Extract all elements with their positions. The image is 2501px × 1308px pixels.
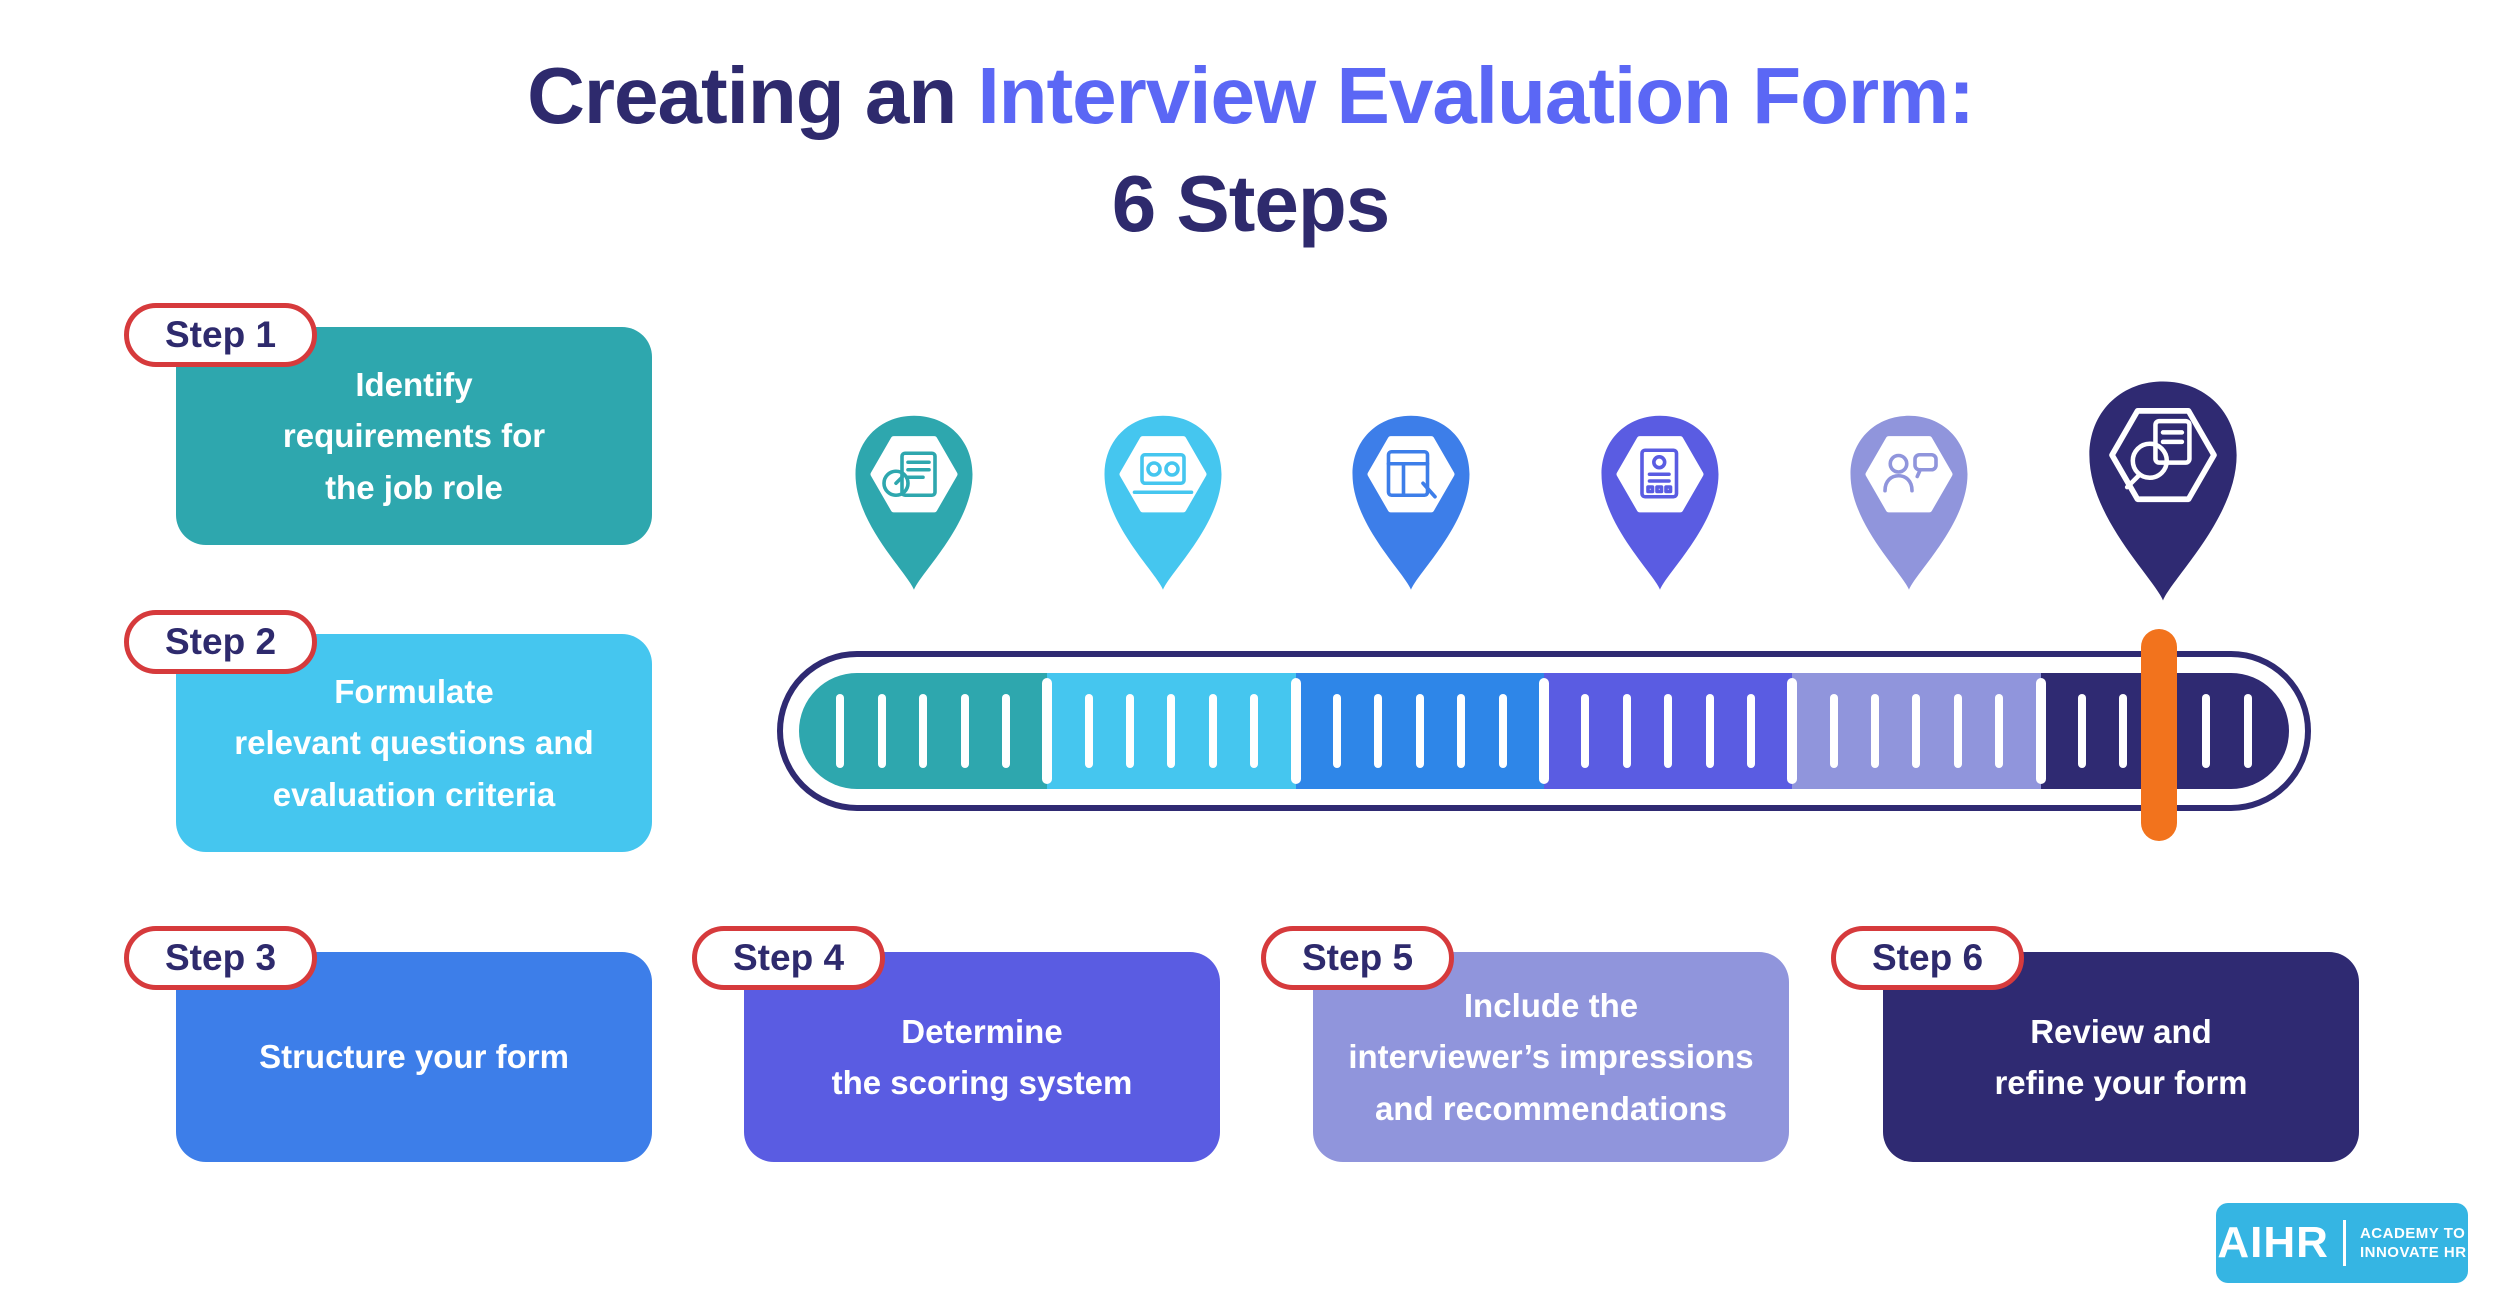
- tick-mark: [1953, 694, 1962, 768]
- pin-step-6: [2068, 372, 2258, 608]
- form-structure-icon: [1386, 449, 1437, 499]
- tick-mark: [1622, 694, 1631, 768]
- slider-segment-5: [1787, 673, 2041, 789]
- pin-step-3: [1336, 408, 1486, 596]
- step-6-card: Review and refine your form: [1883, 952, 2359, 1162]
- tick-mark: [1208, 694, 1217, 768]
- tick-mark: [1001, 694, 1010, 768]
- tick-mark: [1829, 694, 1838, 768]
- tick-mark: [1084, 694, 1093, 768]
- tick-mark: [1457, 694, 1466, 768]
- logo-divider: [2342, 1220, 2346, 1266]
- tick-mark: [1250, 694, 1259, 768]
- progress-slider: [777, 629, 2311, 841]
- aihr-logo-tagline: ACADEMY TO INNOVATE HR: [2360, 1224, 2467, 1263]
- pin-step-5: [1834, 408, 1984, 596]
- segment-boundary-tick: [2035, 678, 2046, 784]
- step-1-badge: Step 1: [124, 303, 318, 367]
- tick-mark: [1746, 694, 1755, 768]
- slider-segment-3: [1290, 673, 1544, 789]
- segment-boundary-tick: [1538, 678, 1549, 784]
- step-5-badge: Step 5: [1261, 926, 1455, 990]
- tick-mark: [1374, 694, 1383, 768]
- tick-mark: [836, 694, 845, 768]
- page-title: Creating an Interview Evaluation Form: 6…: [0, 42, 2501, 258]
- tick-mark: [2119, 694, 2128, 768]
- segment-boundary-tick: [1290, 678, 1301, 784]
- aihr-logo-brand: AIHR: [2217, 1218, 2329, 1267]
- tick-mark: [919, 694, 928, 768]
- tick-mark: [1498, 694, 1507, 768]
- tick-mark: [960, 694, 969, 768]
- tick-mark: [1415, 694, 1424, 768]
- tick-mark: [2078, 694, 2087, 768]
- tick-mark: [1871, 694, 1880, 768]
- tick-mark: [1995, 694, 2004, 768]
- tick-mark: [1912, 694, 1921, 768]
- questions-criteria-icon: [1132, 452, 1194, 495]
- tagline-line-2: INNOVATE HR: [2359, 1244, 2467, 1261]
- step-6-badge: Step 6: [1831, 926, 2025, 990]
- segment-boundary-tick: [1787, 678, 1798, 784]
- tick-mark: [877, 694, 886, 768]
- slider-segment-1: [799, 673, 1048, 789]
- review-refine-icon: [2124, 418, 2192, 490]
- pin-step-1: [839, 408, 989, 596]
- title-line-1: Creating an Interview Evaluation Form:: [0, 42, 2501, 150]
- slider-track: [799, 673, 2289, 789]
- title-line-2: 6 Steps: [1111, 159, 1391, 248]
- tick-mark: [1664, 694, 1673, 768]
- pin-step-2: [1088, 408, 1238, 596]
- job-requirements-icon: [882, 451, 937, 498]
- title-prefix: Creating an: [527, 51, 978, 140]
- title-accent: Interview Evaluation Form:: [977, 51, 1974, 140]
- interviewer-impressions-icon: [1883, 452, 1938, 493]
- slider-segment-2: [1042, 673, 1296, 789]
- aihr-logo: AIHR ACADEMY TO INNOVATE HR: [2216, 1203, 2468, 1283]
- tick-mark: [2202, 694, 2211, 768]
- tick-mark: [1167, 694, 1176, 768]
- step-3-badge: Step 3: [124, 926, 318, 990]
- pin-step-4: [1585, 408, 1735, 596]
- scoring-system-icon: [1640, 448, 1679, 499]
- tick-mark: [1126, 694, 1135, 768]
- slider-handle: [2140, 629, 2177, 841]
- tick-mark: [1581, 694, 1590, 768]
- segment-boundary-tick: [1042, 678, 1053, 784]
- tagline-line-1: ACADEMY TO: [2359, 1224, 2466, 1242]
- tick-mark: [1333, 694, 1342, 768]
- tick-mark: [2243, 694, 2252, 768]
- step-1-card: Identify requirements for the job role: [176, 327, 652, 545]
- tick-mark: [1705, 694, 1714, 768]
- step-2-badge: Step 2: [124, 610, 318, 674]
- step-4-badge: Step 4: [692, 926, 886, 990]
- slider-segment-4: [1538, 673, 1793, 789]
